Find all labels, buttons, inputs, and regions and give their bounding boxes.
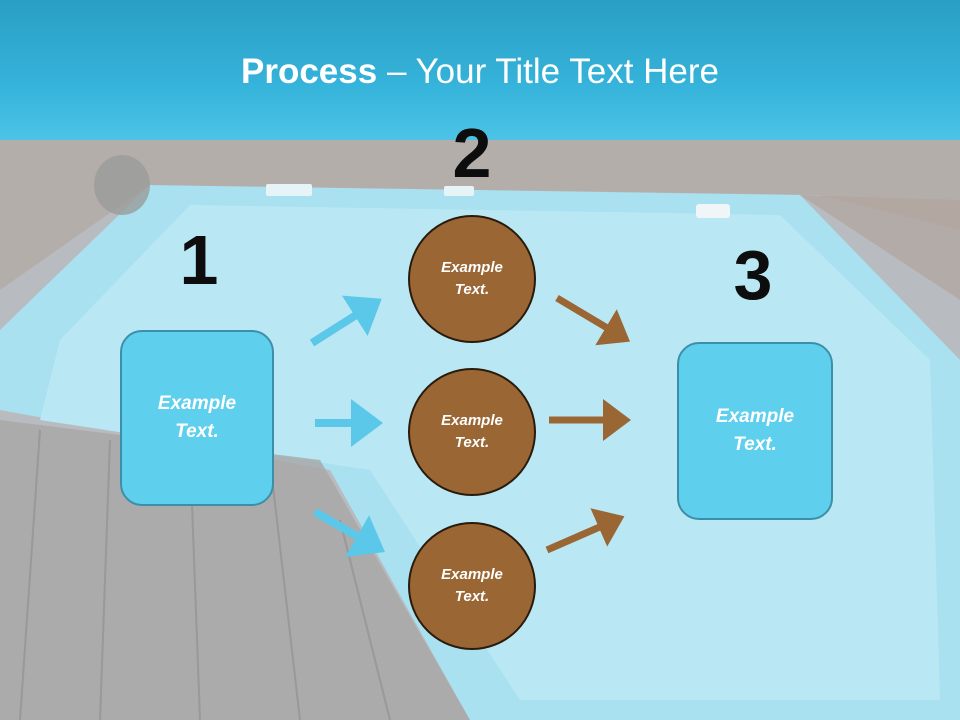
circle-bottom-line2: Text. [454,588,490,605]
step-number-1: 1 [179,221,219,299]
left-box-line2: Text. [175,421,219,442]
step-number-2: 2 [452,114,492,192]
left-box-line1: Example [157,392,237,414]
circle-middle-line2: Text. [454,434,490,451]
title-rest: – Your Title Text Here [377,52,719,91]
right-process-box: Example Text. [677,342,833,520]
step-number-3: 3 [733,236,773,314]
slide-title: Process – Your Title Text Here [0,52,960,92]
arrow-blue-up [309,295,382,347]
circle-top: Example Text. [408,215,536,343]
arrow-brown-up [545,508,625,554]
right-box-line1: Example [715,405,795,427]
circle-middle-line1: Example [441,411,503,429]
arrow-blue-down [313,508,385,557]
circle-bottom: Example Text. [408,522,536,650]
circle-middle: Example Text. [408,368,536,496]
right-box-line2: Text. [733,434,777,455]
arrow-brown-down [555,294,631,346]
circle-top-line2: Text. [454,281,490,298]
title-bold: Process [241,52,378,91]
circle-bottom-line1: Example [441,565,503,583]
sky-band [0,0,960,140]
circle-top-line1: Example [441,258,503,276]
left-process-box: Example Text. [120,330,274,506]
